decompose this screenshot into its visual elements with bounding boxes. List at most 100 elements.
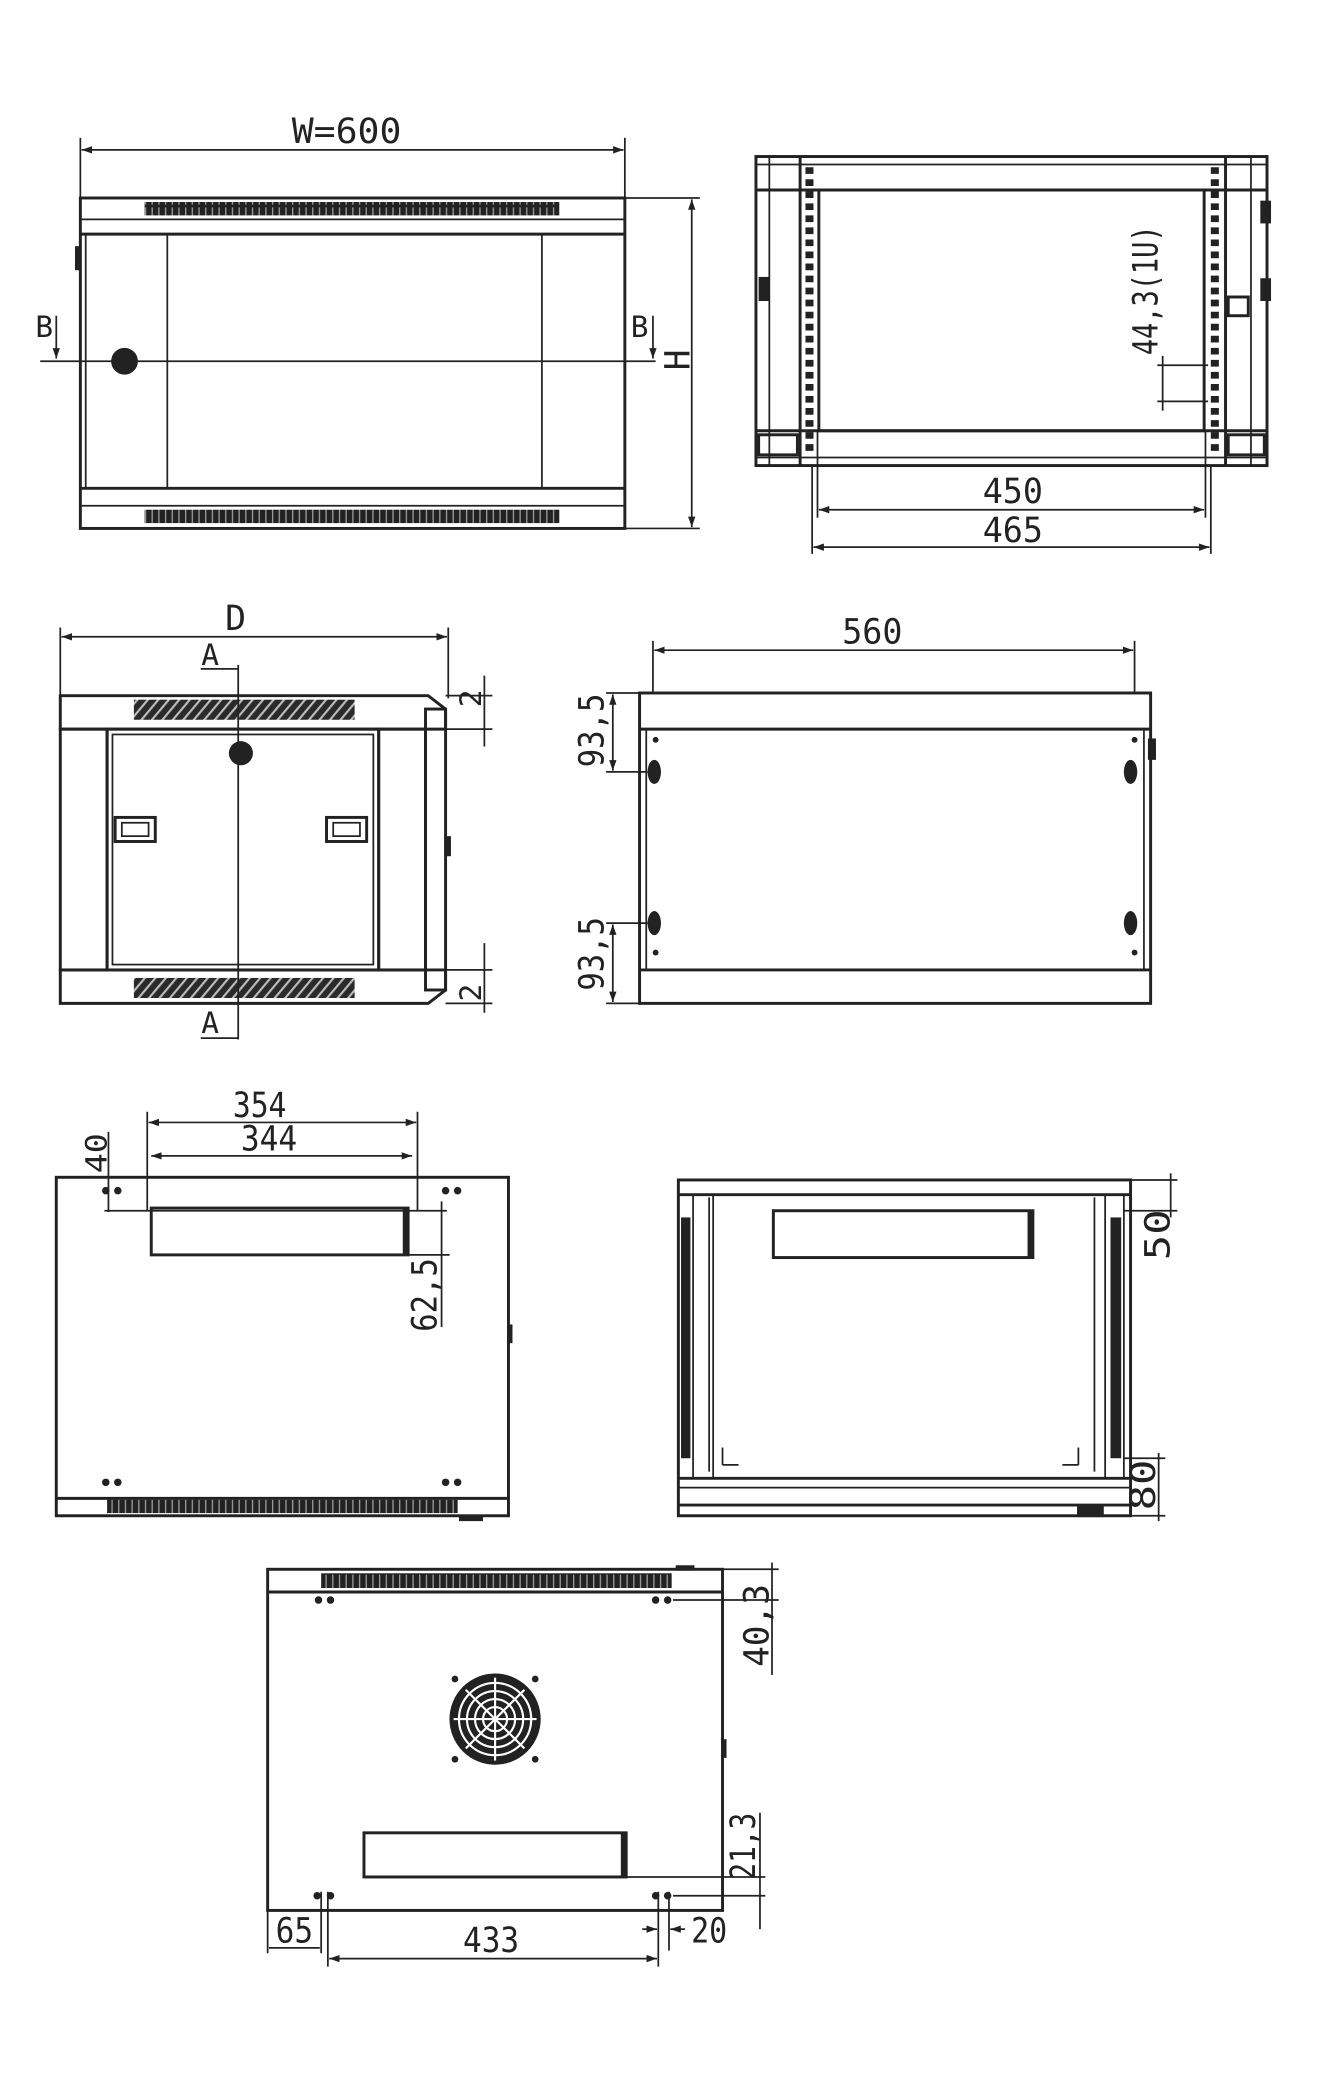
mounting-hole [453, 1186, 462, 1195]
section-mark-b-right: B [631, 310, 649, 344]
rivet [652, 736, 659, 743]
unit-height-label: 44,3(1U) [1127, 225, 1167, 355]
side-section-view: D A A 2 2 [58, 599, 493, 1040]
gap-bottom-label: 2 [454, 984, 488, 1002]
vent-slot-top [321, 1573, 672, 1589]
rail-right [1110, 1217, 1122, 1459]
vent-slot-top [133, 699, 355, 720]
corner-block [1226, 433, 1266, 457]
outer-width-label: 354 [233, 1086, 287, 1126]
mounting-hole [441, 1478, 450, 1487]
right-offset-label: 20 [691, 1912, 727, 1952]
frame-outer [754, 155, 1269, 468]
side-tab-right [1226, 295, 1250, 318]
fan-grille [453, 1677, 537, 1761]
handle-right [325, 815, 369, 843]
rail-left [681, 1217, 691, 1459]
mounting-hole [663, 1891, 672, 1900]
bottom-offset-label: 80 [1124, 1460, 1164, 1511]
mounting-hole [114, 1186, 122, 1195]
rivet [652, 949, 659, 956]
hole-offset-top-label: 93,5 [573, 694, 613, 768]
cutout-offset-label: 62,5 [406, 1258, 446, 1332]
rear-view: 354 344 40 62,5 [54, 1086, 513, 1522]
mounting-hole [102, 1478, 110, 1487]
mounting-hole [102, 1186, 110, 1195]
mounting-hole [453, 1478, 462, 1487]
mounting-hole [441, 1186, 450, 1195]
mounting-hole [1123, 911, 1138, 936]
vent-slot-bottom [107, 1499, 458, 1514]
height-label: H [658, 349, 698, 370]
door-glass [111, 733, 375, 966]
cutout-edge [402, 1208, 409, 1255]
section-mark-b-left: B [35, 310, 53, 344]
side-knob-right [1260, 278, 1272, 302]
vent-slot-top [144, 202, 560, 216]
mounting-hole [313, 1891, 321, 1900]
section-mark-a-top: A [201, 638, 219, 672]
fan-screw [451, 1755, 459, 1763]
side-knob [721, 1739, 727, 1758]
vent-slot-bottom [144, 509, 560, 524]
rivet [1131, 736, 1138, 743]
gap-top-label: 2 [454, 689, 488, 707]
top-offset-label: 50 [1139, 1209, 1179, 1260]
cutout-edge [620, 1832, 627, 1877]
side-knob-right [1260, 200, 1272, 224]
foot-tab [458, 1515, 484, 1522]
door-opening [817, 188, 1206, 433]
length-label: 560 [842, 612, 902, 652]
side-panel-body [638, 691, 1153, 1005]
mounting-hole [314, 1596, 323, 1604]
rear-panel-body [54, 1175, 510, 1518]
outer-width-label: 465 [983, 511, 1043, 551]
mounting-hole [647, 911, 661, 936]
left-offset-label: 65 [276, 1912, 313, 1952]
side-knob [1147, 738, 1156, 760]
hinge-tab [75, 246, 81, 271]
mounting-hole [663, 1596, 672, 1604]
cutout-offset-label: 21,3 [724, 1813, 764, 1880]
side-knob [444, 836, 451, 857]
front-view: W=600 B B H [35, 112, 700, 530]
top-offset-label: 40 [79, 1133, 113, 1173]
inner-width-label: 450 [983, 472, 1043, 512]
fan-rim [449, 1673, 541, 1765]
hole-offset-bottom-label: 93,5 [573, 917, 613, 991]
handle-left-grip [120, 821, 150, 838]
front-open-view: 44,3(1U) 450 465 [754, 155, 1272, 554]
rear-open-view: 50 80 [676, 1173, 1179, 1522]
mounting-hole [647, 759, 661, 784]
foot-tab [1077, 1506, 1104, 1518]
fan-screw [451, 1675, 459, 1683]
side-tab-left [758, 276, 770, 302]
hole-spacing-label: 433 [463, 1921, 519, 1961]
fan-icon [449, 1673, 541, 1765]
cabinet-front-body [78, 196, 627, 530]
fan-screw [531, 1755, 539, 1763]
frame-outer [676, 1178, 1133, 1518]
cutout-edge [1027, 1210, 1033, 1258]
mounting-hole [651, 1596, 660, 1604]
handle-left [113, 815, 157, 843]
bottom-view: 40,3 21,3 65 433 20 [266, 1562, 779, 1967]
width-label: W=600 [292, 112, 402, 152]
mounting-hole [1123, 759, 1138, 784]
corner-block [757, 433, 799, 457]
section-mark-a-bottom: A [201, 1006, 219, 1040]
fan-screw [531, 1675, 539, 1683]
door-lock-icon [228, 741, 253, 766]
side-knob [507, 1324, 513, 1344]
mounting-hole [326, 1596, 335, 1604]
inner-width-label: 344 [241, 1120, 297, 1160]
depth-label: D [225, 599, 246, 639]
side-view: 560 93,5 93,5 [573, 612, 1156, 1005]
mounting-hole [114, 1478, 122, 1487]
handle-right-grip [332, 821, 361, 838]
vent-slot-bottom [133, 977, 355, 999]
rivet [1131, 949, 1138, 956]
top-offset-label: 40,3 [737, 1584, 777, 1667]
foot-tab [675, 1565, 695, 1571]
